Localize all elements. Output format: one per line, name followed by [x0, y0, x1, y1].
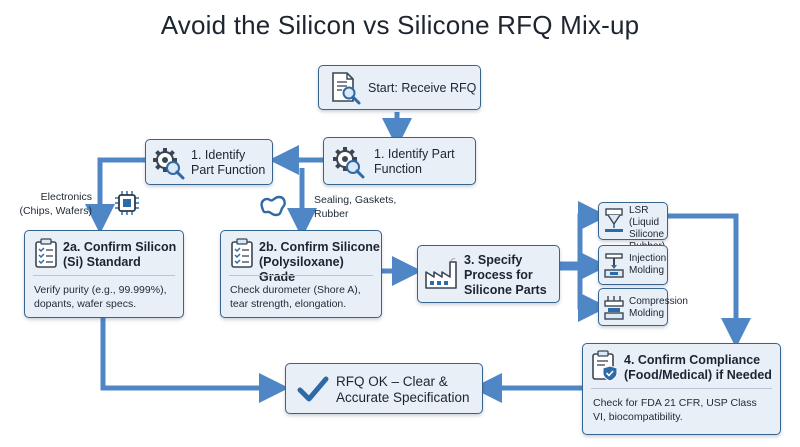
node-identify-right[interactable]: 1. Identify Part Function	[323, 137, 476, 185]
electronics-line1: Electronics	[40, 191, 92, 203]
node-confirm-silicon[interactable]: 2a. Confirm Silicon (Si) Standard Verify…	[24, 230, 184, 318]
compression-press-icon	[604, 296, 624, 320]
compliance-desc1: Check for FDA 21 CFR, USP Class	[593, 397, 757, 409]
compression-line2: Molding	[629, 308, 665, 319]
arrow-identify-to-electronics	[85, 157, 145, 234]
document-search-icon	[332, 72, 361, 105]
rfq-ok-line2: Accurate Specification	[336, 390, 470, 405]
start-label: Start: Receive RFQ	[368, 81, 477, 95]
clipboard-checklist-icon	[35, 238, 57, 268]
dispenser-icon	[605, 208, 623, 232]
specify-process-line2: Process for	[464, 268, 533, 282]
node-compression-molding[interactable]: Compression Molding	[598, 288, 688, 326]
node-identify-left[interactable]: 1. Identify Part Function	[145, 139, 273, 185]
node-injection-molding[interactable]: Injection Molding	[598, 245, 668, 285]
compression-line1: Compression	[629, 296, 688, 307]
identify-right-line2: Function	[374, 162, 422, 176]
electronics-line2: (Chips, Wafers)	[19, 205, 92, 217]
confirm-silicon-line1: 2a. Confirm Silicon	[63, 240, 177, 254]
arrow-process-to-compression	[560, 265, 608, 322]
node-start[interactable]: Start: Receive RFQ	[318, 65, 481, 110]
gear-search-icon	[333, 147, 365, 179]
specify-process-line3: Silicone Parts	[464, 283, 547, 297]
separator	[33, 275, 175, 276]
rfq-ok-line1: RFQ OK – Clear &	[336, 374, 448, 389]
compliance-line1: 4. Confirm Compliance	[624, 353, 761, 367]
clipboard-checklist-icon	[231, 238, 253, 268]
injection-mold-icon	[604, 253, 624, 278]
arrow-options-to-compliance	[668, 213, 751, 348]
injection-line1: Injection	[629, 253, 667, 264]
gasket-icon	[260, 195, 286, 217]
clipboard-shield-icon	[592, 350, 618, 382]
specify-process-line1: 3. Specify	[464, 253, 523, 267]
sealing-line2: Rubber	[314, 208, 349, 220]
compliance-desc2: VI, biocompatibility.	[593, 411, 683, 423]
separator	[229, 275, 373, 276]
confirm-silicone-desc2: tear strength, elongation.	[230, 298, 347, 310]
chip-icon	[115, 191, 139, 215]
node-confirm-compliance[interactable]: 4. Confirm Compliance (Food/Medical) if …	[582, 343, 781, 435]
node-rfq-ok[interactable]: RFQ OK – Clear & Accurate Specification	[285, 363, 483, 414]
branch-label-electronics: Electronics (Chips, Wafers)	[10, 190, 92, 218]
identify-left-line1: 1. Identify	[191, 148, 246, 162]
confirm-silicone-desc1: Check durometer (Shore A),	[230, 284, 361, 296]
checkmark-icon	[297, 376, 329, 402]
factory-icon	[425, 258, 457, 289]
gear-search-icon	[153, 148, 185, 180]
confirm-silicone-line2: (Polysiloxane) Grade	[259, 255, 344, 284]
node-specify-process[interactable]: 3. Specify Process for Silicone Parts	[417, 245, 560, 303]
arrow-process-to-lsr	[560, 201, 608, 267]
confirm-silicon-desc1: Verify purity (e.g., 99.999%),	[34, 284, 167, 296]
sealing-line1: Sealing, Gaskets,	[314, 194, 397, 206]
identify-right-line1: 1. Identify Part	[374, 147, 455, 161]
separator	[591, 388, 772, 389]
confirm-silicon-line2: (Si) Standard	[63, 255, 141, 269]
confirm-silicon-desc2: dopants, wafer specs.	[34, 298, 137, 310]
injection-line2: Molding	[629, 265, 665, 276]
confirm-silicone-line1: 2b. Confirm Silicone	[259, 240, 380, 254]
node-lsr[interactable]: LSR (Liquid Silicone Rubber)	[598, 202, 668, 252]
lsr-line2: Silicone	[629, 229, 665, 240]
compliance-line2: (Food/Medical) if Needed	[624, 368, 772, 382]
node-confirm-silicone[interactable]: 2b. Confirm Silicone (Polysiloxane) Grad…	[220, 230, 382, 318]
branch-label-sealing: Sealing, Gaskets, Rubber	[314, 193, 396, 221]
arrow-silicon-to-ok	[100, 318, 289, 403]
page-title: Avoid the Silicon vs Silicone RFQ Mix-up	[160, 10, 640, 40]
lsr-line1: LSR (Liquid	[629, 205, 660, 228]
identify-left-line2: Part Function	[191, 163, 266, 177]
